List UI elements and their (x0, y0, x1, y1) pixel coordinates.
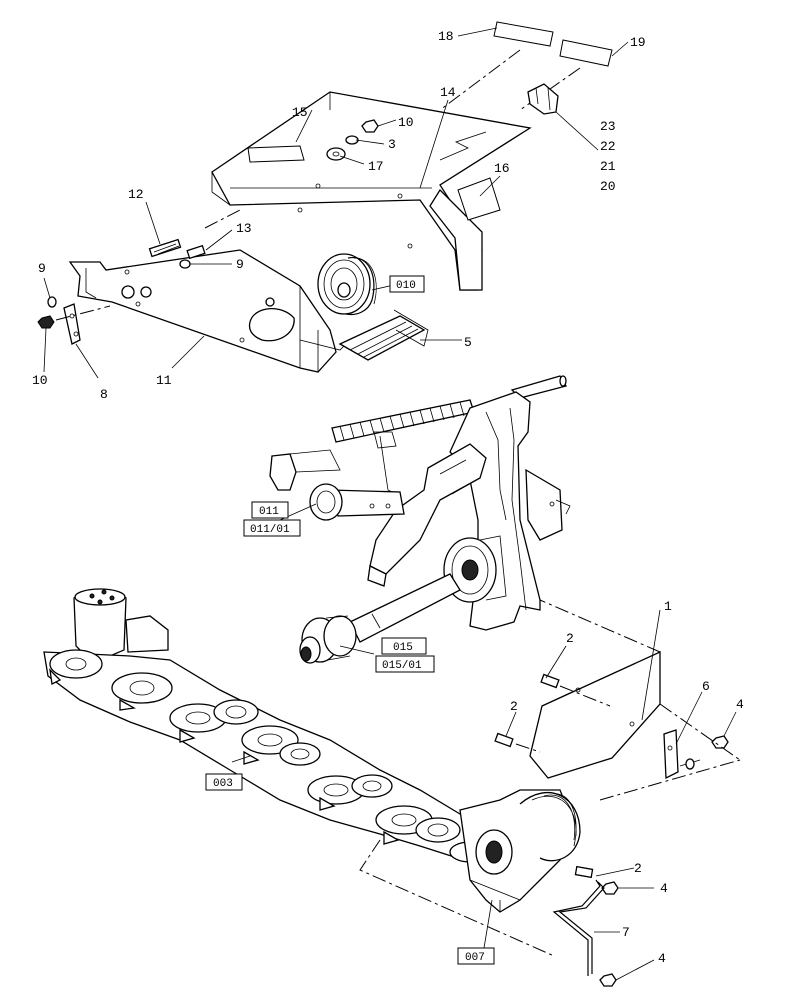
callout-4-middle: 4 (660, 881, 668, 896)
bracket-8 (63, 303, 81, 345)
ref-011-01: 011/01 (250, 524, 290, 536)
bolt-13 (186, 244, 206, 260)
callout-10-left: 10 (32, 373, 48, 388)
ref-011-box (251, 501, 289, 519)
decal-16 (457, 177, 501, 221)
callout-22: 22 (600, 139, 616, 154)
callout-19: 19 (630, 35, 646, 50)
bolts-2 (494, 673, 611, 879)
guard-flap (429, 188, 483, 291)
clip-20-23 (527, 83, 559, 115)
decal-19 (559, 39, 613, 67)
ref-010-box (389, 275, 425, 293)
callout-12: 12 (128, 187, 144, 202)
ref-003-box (205, 773, 243, 791)
callout-7: 7 (622, 925, 630, 940)
callout-15: 15 (292, 105, 308, 120)
callout-13: 13 (236, 221, 252, 236)
decal-15 (247, 145, 305, 163)
ref-015-01-box (375, 655, 435, 673)
back-plate (68, 249, 337, 373)
cutter-gearbox (459, 789, 581, 913)
main-frame-assembly (269, 375, 571, 664)
nut-4b (601, 881, 619, 895)
nut-4a (711, 735, 729, 749)
drum-housing (73, 588, 169, 657)
callout-14: 14 (440, 85, 456, 100)
ref-007: 007 (465, 952, 485, 964)
callout-4-bottom: 4 (658, 951, 666, 966)
callout-numbers: 18 19 15 14 10 3 17 16 23 22 21 20 12 13… (32, 29, 744, 966)
callout-21: 21 (600, 159, 616, 174)
slot-cutout (248, 308, 295, 342)
ref-015-01: 015/01 (382, 660, 422, 672)
support-rod-7 (552, 879, 601, 976)
callout-18: 18 (438, 29, 454, 44)
callout-20: 20 (600, 179, 616, 194)
tension-spring (331, 399, 475, 443)
ref-011-01-box (243, 519, 301, 537)
nut-10 (37, 315, 55, 329)
callout-1: 1 (664, 599, 672, 614)
callout-10-top: 10 (398, 115, 414, 130)
callout-3: 3 (388, 137, 396, 152)
leader-lines (43, 27, 737, 981)
ref-003: 003 (213, 778, 233, 790)
ref-015: 015 (393, 642, 413, 654)
callout-23: 23 (600, 119, 616, 134)
callout-17: 17 (368, 159, 384, 174)
callout-16: 16 (494, 161, 510, 176)
callout-2-middle: 2 (510, 699, 518, 714)
ref-011: 011 (259, 506, 279, 518)
bolt-12 (148, 238, 182, 258)
pulley (317, 253, 377, 316)
callout-6: 6 (702, 679, 710, 694)
reference-boxes: 010 011 011/01 015 015/01 003 007 (205, 275, 495, 965)
washer-9 (47, 296, 57, 308)
callout-2-lower: 2 (634, 861, 642, 876)
flange (309, 483, 343, 521)
guard-shield (529, 650, 661, 779)
pto-shaft (299, 573, 461, 664)
callout-2-upper: 2 (566, 631, 574, 646)
belt-guard-assembly (37, 21, 613, 373)
ref-010: 010 (396, 280, 416, 292)
nut-4c (599, 973, 617, 987)
callout-8: 8 (100, 387, 108, 402)
callout-9-right: 9 (236, 257, 244, 272)
spring-bracket (269, 453, 297, 491)
ref-007-box (457, 947, 495, 965)
cutter-bar-assembly (43, 588, 741, 987)
callout-11: 11 (156, 373, 172, 388)
callout-5: 5 (464, 335, 472, 350)
ref-015-box (381, 637, 427, 655)
decal-18 (493, 21, 554, 47)
callout-4-right: 4 (736, 697, 744, 712)
v-belts (338, 309, 429, 361)
bracket-6 (663, 729, 679, 780)
callout-9-left: 9 (38, 261, 46, 276)
hardware-stack (326, 119, 379, 161)
disc-knives (49, 668, 400, 845)
